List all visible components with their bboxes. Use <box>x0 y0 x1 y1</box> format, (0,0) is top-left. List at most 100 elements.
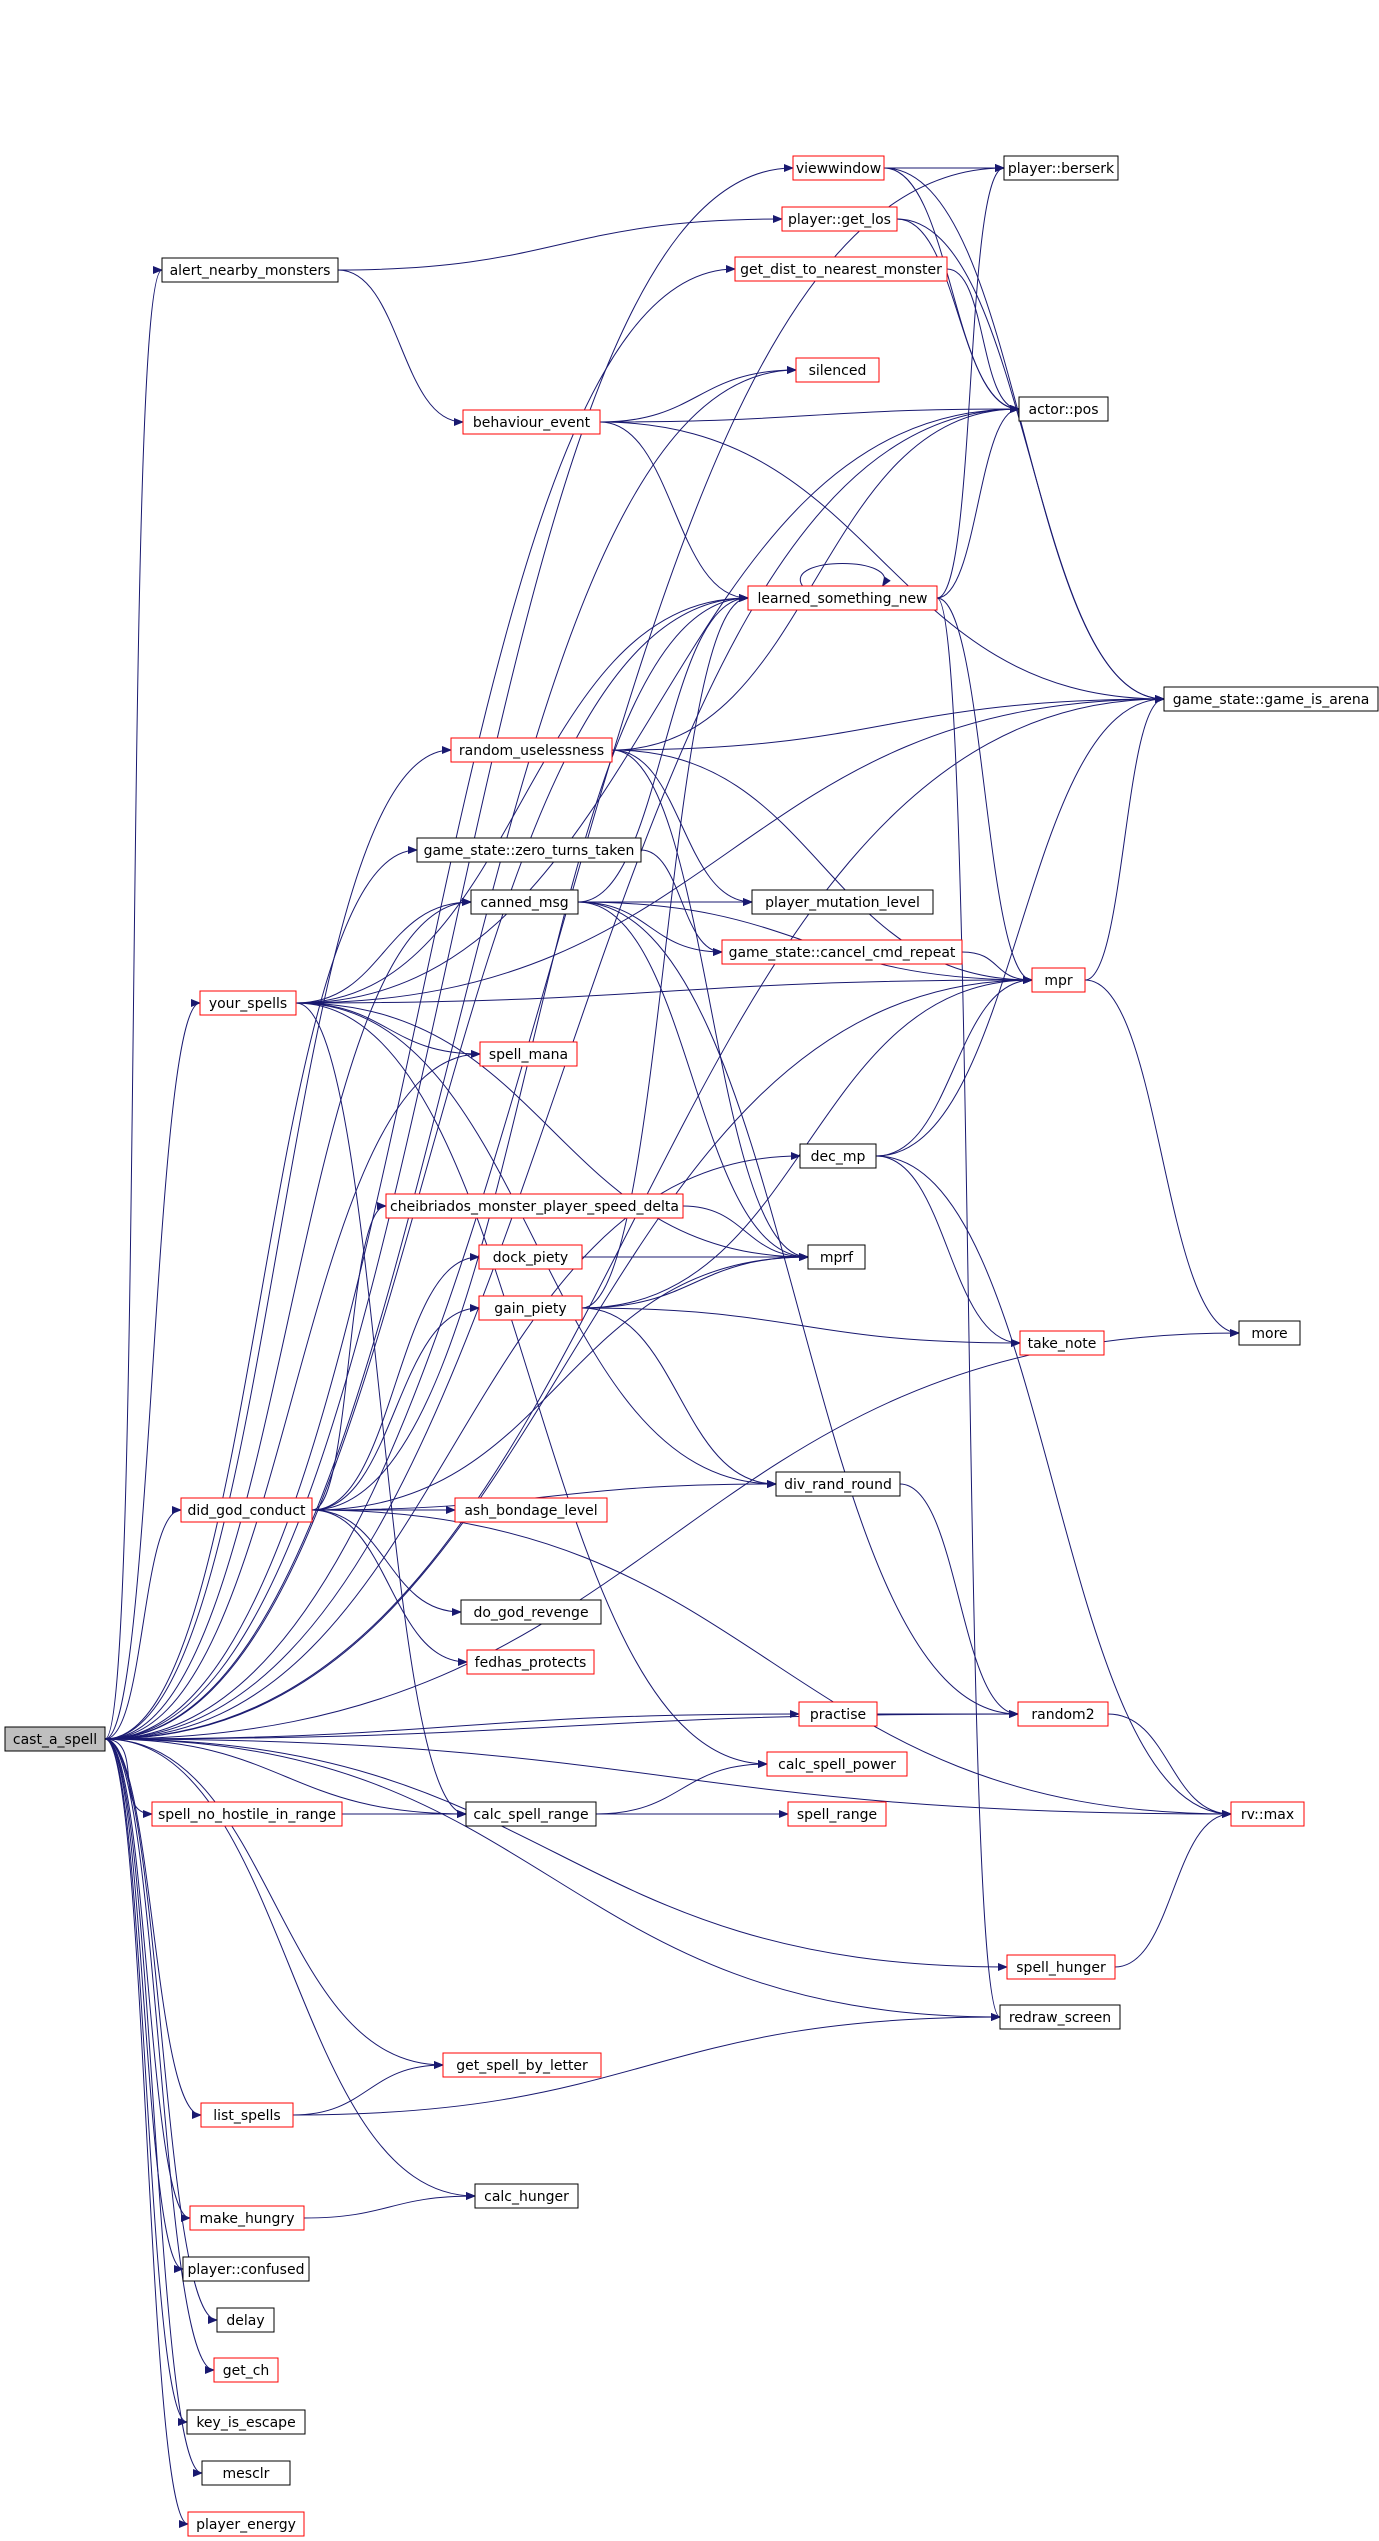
edge-cast_a_spell-to-get_spell_by_letter <box>104 1738 444 2069</box>
edge-random_uselessness-to-player_mutation_level <box>611 749 753 906</box>
node-label: div_rand_round <box>784 1477 892 1493</box>
node-spell_hunger[interactable]: spell_hunger <box>1006 1954 1116 1980</box>
edge-learned_something_new-to-mpr <box>936 597 1033 984</box>
node-game_is_arena[interactable]: game_state::game_is_arena <box>1163 686 1379 712</box>
node-player_energy[interactable]: player_energy <box>187 2511 305 2537</box>
node-behaviour_event[interactable]: behaviour_event <box>462 409 601 435</box>
node-alert_nearby_monsters[interactable]: alert_nearby_monsters <box>161 257 339 283</box>
node-player_get_los[interactable]: player::get_los <box>781 206 898 232</box>
node-canned_msg[interactable]: canned_msg <box>470 889 579 915</box>
node-box <box>798 1701 878 1727</box>
edge-cast_a_spell-to-rv_max <box>104 1738 1232 1818</box>
node-label: ash_bondage_level <box>464 1503 597 1519</box>
node-calc_hunger[interactable]: calc_hunger <box>474 2183 579 2209</box>
node-box <box>1006 1954 1116 1980</box>
node-calc_spell_power[interactable]: calc_spell_power <box>766 1751 908 1777</box>
node-make_hungry[interactable]: make_hungry <box>189 2205 305 2231</box>
edge-your_spells-to-mpr <box>295 976 1033 1004</box>
node-box <box>999 2004 1121 2030</box>
node-box <box>479 1041 578 1067</box>
node-silenced[interactable]: silenced <box>795 357 880 383</box>
node-cancel_cmd_repeat[interactable]: game_state::cancel_cmd_repeat <box>721 939 963 965</box>
edge-calc_spell_range-to-calc_spell_power <box>595 1760 768 1815</box>
node-cheibriados[interactable]: cheibriados_monster_player_speed_delta <box>385 1193 684 1219</box>
edge-cast_a_spell-to-random_uselessness <box>104 746 452 1740</box>
node-box <box>189 2205 305 2231</box>
node-dock_piety[interactable]: dock_piety <box>478 1244 583 1270</box>
edge-your_spells-to-div_rand_round <box>295 1002 777 1488</box>
node-player_confused[interactable]: player::confused <box>182 2256 310 2282</box>
node-box <box>186 2409 306 2435</box>
node-do_god_revenge[interactable]: do_god_revenge <box>460 1599 602 1625</box>
node-box <box>1163 686 1379 712</box>
node-player_berserk[interactable]: player::berserk <box>1003 155 1119 181</box>
node-label: redraw_screen <box>1009 2010 1111 2026</box>
node-label: game_state::zero_turns_taken <box>424 843 635 859</box>
node-viewwindow[interactable]: viewwindow <box>792 155 885 181</box>
node-rv_max[interactable]: rv::max <box>1230 1801 1305 1827</box>
node-take_note[interactable]: take_note <box>1019 1330 1105 1356</box>
node-box <box>462 409 601 435</box>
edge-your_spells-to-actor_pos <box>295 405 1020 1004</box>
edge-canned_msg-to-cancel_cmd_repeat <box>577 901 723 956</box>
edge-viewwindow-to-actor_pos <box>883 167 1020 413</box>
node-spell_range[interactable]: spell_range <box>787 1801 887 1827</box>
node-label: take_note <box>1028 1336 1097 1352</box>
node-list_spells[interactable]: list_spells <box>200 2102 294 2128</box>
node-gain_piety[interactable]: gain_piety <box>478 1295 583 1321</box>
node-div_rand_round[interactable]: div_rand_round <box>775 1471 901 1497</box>
node-random2[interactable]: random2 <box>1017 1701 1109 1727</box>
edge-player_get_los-to-game_is_arena <box>896 218 1165 703</box>
node-actor_pos[interactable]: actor::pos <box>1018 396 1109 422</box>
node-your_spells[interactable]: your_spells <box>199 990 297 1016</box>
edge-your_spells-to-spell_mana <box>295 1002 481 1058</box>
node-label: get_ch <box>223 2363 270 2379</box>
node-practise[interactable]: practise <box>798 1701 878 1727</box>
node-label: silenced <box>809 363 867 379</box>
node-mprf[interactable]: mprf <box>807 1244 866 1270</box>
node-learned_something_new[interactable]: learned_something_new <box>747 585 938 611</box>
node-mpr[interactable]: mpr <box>1031 967 1086 993</box>
node-key_is_escape[interactable]: key_is_escape <box>186 2409 306 2435</box>
edge-cast_a_spell-to-more <box>104 1329 1240 1740</box>
node-box <box>781 206 898 232</box>
node-redraw_screen[interactable]: redraw_screen <box>999 2004 1121 2030</box>
edge-mpr-to-more <box>1084 979 1240 1337</box>
node-box <box>734 256 948 282</box>
node-cast_a_spell[interactable]: cast_a_spell <box>4 1726 106 1752</box>
node-get_ch[interactable]: get_ch <box>213 2357 279 2383</box>
edge-zero_turns_taken-to-cancel_cmd_repeat <box>640 849 723 956</box>
node-box <box>200 2102 294 2128</box>
node-get_dist_to_nearest_monster[interactable]: get_dist_to_nearest_monster <box>734 256 948 282</box>
edge-canned_msg-to-mprf <box>577 901 809 1261</box>
node-ash_bondage_level[interactable]: ash_bondage_level <box>454 1497 608 1523</box>
node-spell_mana[interactable]: spell_mana <box>479 1041 578 1067</box>
node-delay[interactable]: delay <box>216 2307 275 2333</box>
node-box <box>470 889 579 915</box>
node-dec_mp[interactable]: dec_mp <box>799 1143 877 1169</box>
node-box <box>213 2357 279 2383</box>
edge-did_god_conduct-to-do_god_revenge <box>311 1509 462 1616</box>
node-player_mutation_level[interactable]: player_mutation_level <box>751 889 934 915</box>
edge-alert_nearby_monsters-to-player_get_los <box>337 215 783 271</box>
edge-cast_a_spell-to-get_ch <box>104 1738 215 2374</box>
node-get_spell_by_letter[interactable]: get_spell_by_letter <box>442 2052 602 2078</box>
edge-spell_hunger-to-rv_max <box>1114 1810 1232 1968</box>
node-label: delay <box>226 2313 264 2329</box>
node-label: calc_spell_range <box>473 1807 588 1823</box>
node-spell_no_hostile_in_range[interactable]: spell_no_hostile_in_range <box>151 1801 343 1827</box>
edge-cast_a_spell-to-spell_hunger <box>104 1738 1008 1971</box>
node-more[interactable]: more <box>1238 1320 1301 1346</box>
node-label: alert_nearby_monsters <box>170 263 331 279</box>
edge-cast_a_spell-to-your_spells <box>104 999 201 1740</box>
node-fedhas_protects[interactable]: fedhas_protects <box>466 1649 595 1675</box>
node-box <box>182 2256 310 2282</box>
node-did_god_conduct[interactable]: did_god_conduct <box>180 1497 313 1523</box>
node-calc_spell_range[interactable]: calc_spell_range <box>465 1801 597 1827</box>
edge-cast_a_spell-to-spell_mana <box>104 1050 481 1740</box>
node-random_uselessness[interactable]: random_uselessness <box>450 737 613 763</box>
node-mesclr[interactable]: mesclr <box>201 2460 291 2486</box>
node-zero_turns_taken[interactable]: game_state::zero_turns_taken <box>416 837 642 863</box>
node-label: spell_no_hostile_in_range <box>158 1807 336 1823</box>
edge-cancel_cmd_repeat-to-mpr <box>961 951 1033 984</box>
